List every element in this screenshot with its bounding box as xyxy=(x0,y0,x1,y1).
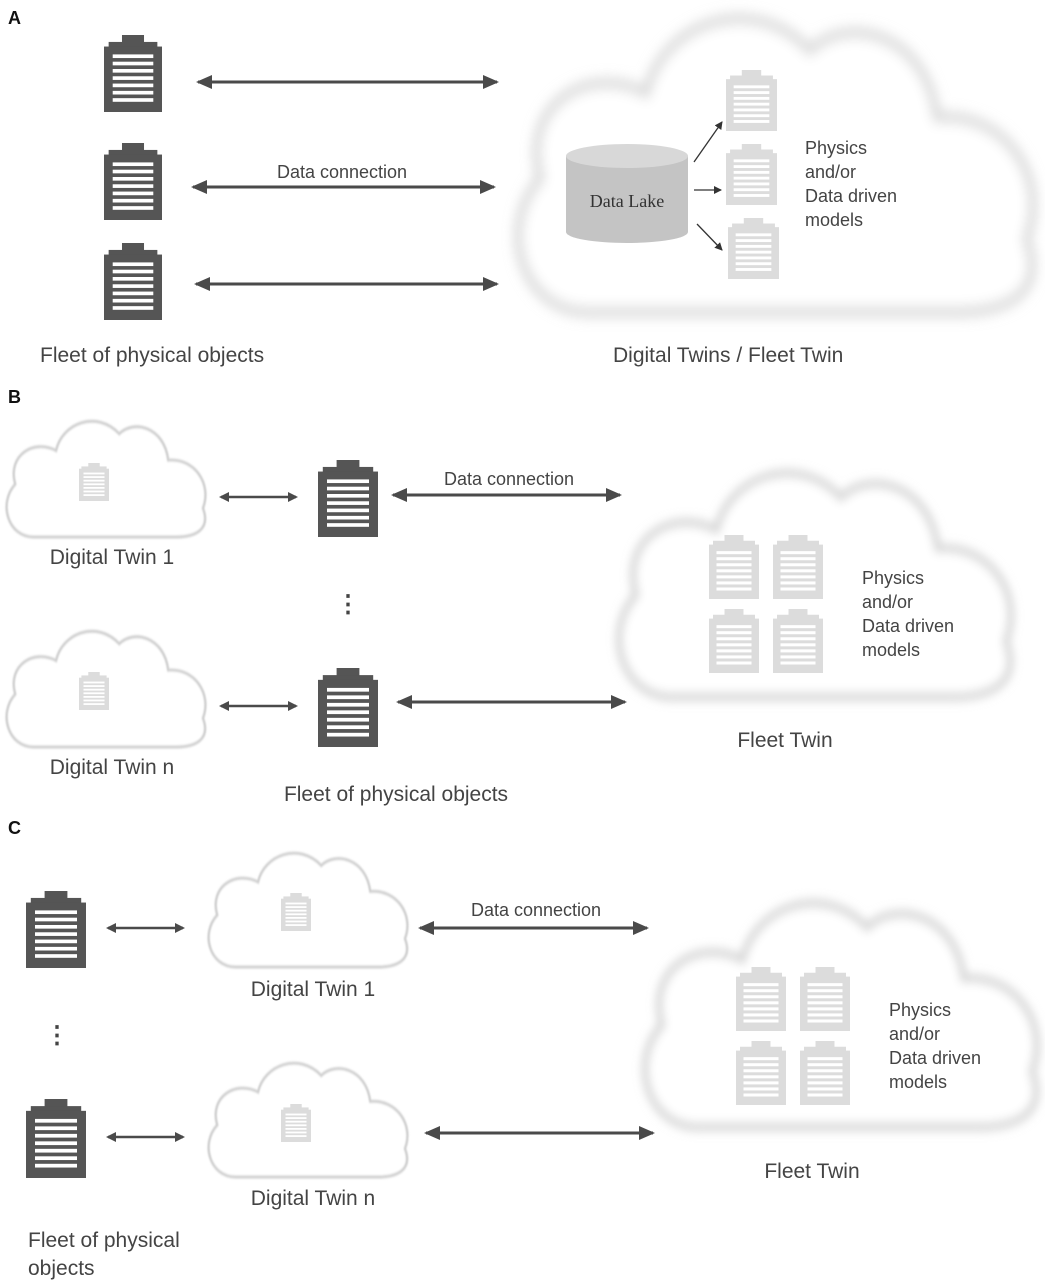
panel-b-twin-n-label: Digital Twin n xyxy=(50,756,175,779)
panel-c-twin-n-label: Digital Twin n xyxy=(251,1187,376,1210)
panel-b-models-line-4: models xyxy=(862,640,920,660)
panel-c-device-1 xyxy=(26,891,86,968)
panel-c-ellipsis: ⋮ xyxy=(45,1022,69,1049)
panel-c-models-line-3: Data driven xyxy=(889,1048,981,1068)
panel-c-fleet-label-line-2: objects xyxy=(28,1257,95,1280)
panel-b-device-n xyxy=(318,668,378,747)
panel-a-device-1 xyxy=(104,35,162,112)
panel-b-models-line-3: Data driven xyxy=(862,616,954,636)
panel-a-letter: A xyxy=(8,8,21,28)
panel-a-model-1 xyxy=(726,70,777,131)
panel-a-models-line-3: Data driven xyxy=(805,186,897,206)
panel-a-models-line-2: and/or xyxy=(805,162,856,182)
panel-c-fleet-label-line-1: Fleet of physical xyxy=(28,1229,180,1252)
panel-b-data-connection-label: Data connection xyxy=(444,469,574,489)
panel-c-model-2 xyxy=(800,967,850,1031)
panel-a-models-line-1: Physics xyxy=(805,138,867,158)
panel-b-letter: B xyxy=(8,387,21,407)
panel-c-models-line-2: and/or xyxy=(889,1024,940,1044)
panel-c-models-line-4: models xyxy=(889,1072,947,1092)
panel-a-lake-arrow-1 xyxy=(693,121,723,163)
panel-a-models-line-4: models xyxy=(805,210,863,230)
panel-a-device-2 xyxy=(104,143,162,220)
panel-b-models-text: Physics and/or Data driven models xyxy=(862,568,959,660)
panel-b-fleet-twin-label: Fleet Twin xyxy=(737,729,832,752)
panel-b-model-3 xyxy=(709,609,759,673)
panel-c-model-3 xyxy=(736,1041,786,1105)
panel-a-device-3 xyxy=(104,243,162,320)
panel-a-fleet-label: Fleet of physical objects xyxy=(40,344,264,367)
panel-c-device-n xyxy=(26,1099,86,1178)
panel-b-model-1 xyxy=(709,535,759,599)
panel-c-letter: C xyxy=(8,818,21,838)
panel-b-model-4 xyxy=(773,609,823,673)
panel-b-twin-1-model xyxy=(79,463,109,501)
panel-b-ellipsis: ⋮ xyxy=(336,591,360,618)
panel-a-models-text: Physics and/or Data driven models xyxy=(805,138,902,230)
panel-b-fleet-label: Fleet of physical objects xyxy=(284,783,508,806)
panel-a-twin-label: Digital Twins / Fleet Twin xyxy=(613,344,843,367)
panel-c-model-1 xyxy=(736,967,786,1031)
panel-c-fleet-label: Fleet of physical objects xyxy=(28,1229,186,1280)
panel-a-data-lake: Data Lake xyxy=(566,144,688,243)
panel-a-data-lake-label: Data Lake xyxy=(590,191,664,211)
panel-c-twin-1-label: Digital Twin 1 xyxy=(251,978,376,1001)
panel-b-models-line-1: Physics xyxy=(862,568,924,588)
panel-a-lake-arrow-3 xyxy=(696,223,723,251)
panel-c-twin-1-model xyxy=(281,893,311,931)
panel-a-model-3 xyxy=(728,218,779,279)
panel-a-data-connection-label: Data connection xyxy=(277,162,407,182)
panel-c-models-text: Physics and/or Data driven models xyxy=(889,1000,986,1092)
panel-b-twin-1-label: Digital Twin 1 xyxy=(50,546,175,569)
panel-c-fleet-twin-label: Fleet Twin xyxy=(764,1160,859,1183)
panel-a-model-2 xyxy=(726,144,777,205)
panel-b-twin-n-model xyxy=(79,672,109,710)
panel-c-model-4 xyxy=(800,1041,850,1105)
panel-b-device-1 xyxy=(318,460,378,537)
panel-b-models-line-2: and/or xyxy=(862,592,913,612)
panel-b-model-2 xyxy=(773,535,823,599)
panel-c-models-line-1: Physics xyxy=(889,1000,951,1020)
panel-c-twin-n-model xyxy=(281,1104,311,1142)
panel-c-data-connection-label: Data connection xyxy=(471,900,601,920)
